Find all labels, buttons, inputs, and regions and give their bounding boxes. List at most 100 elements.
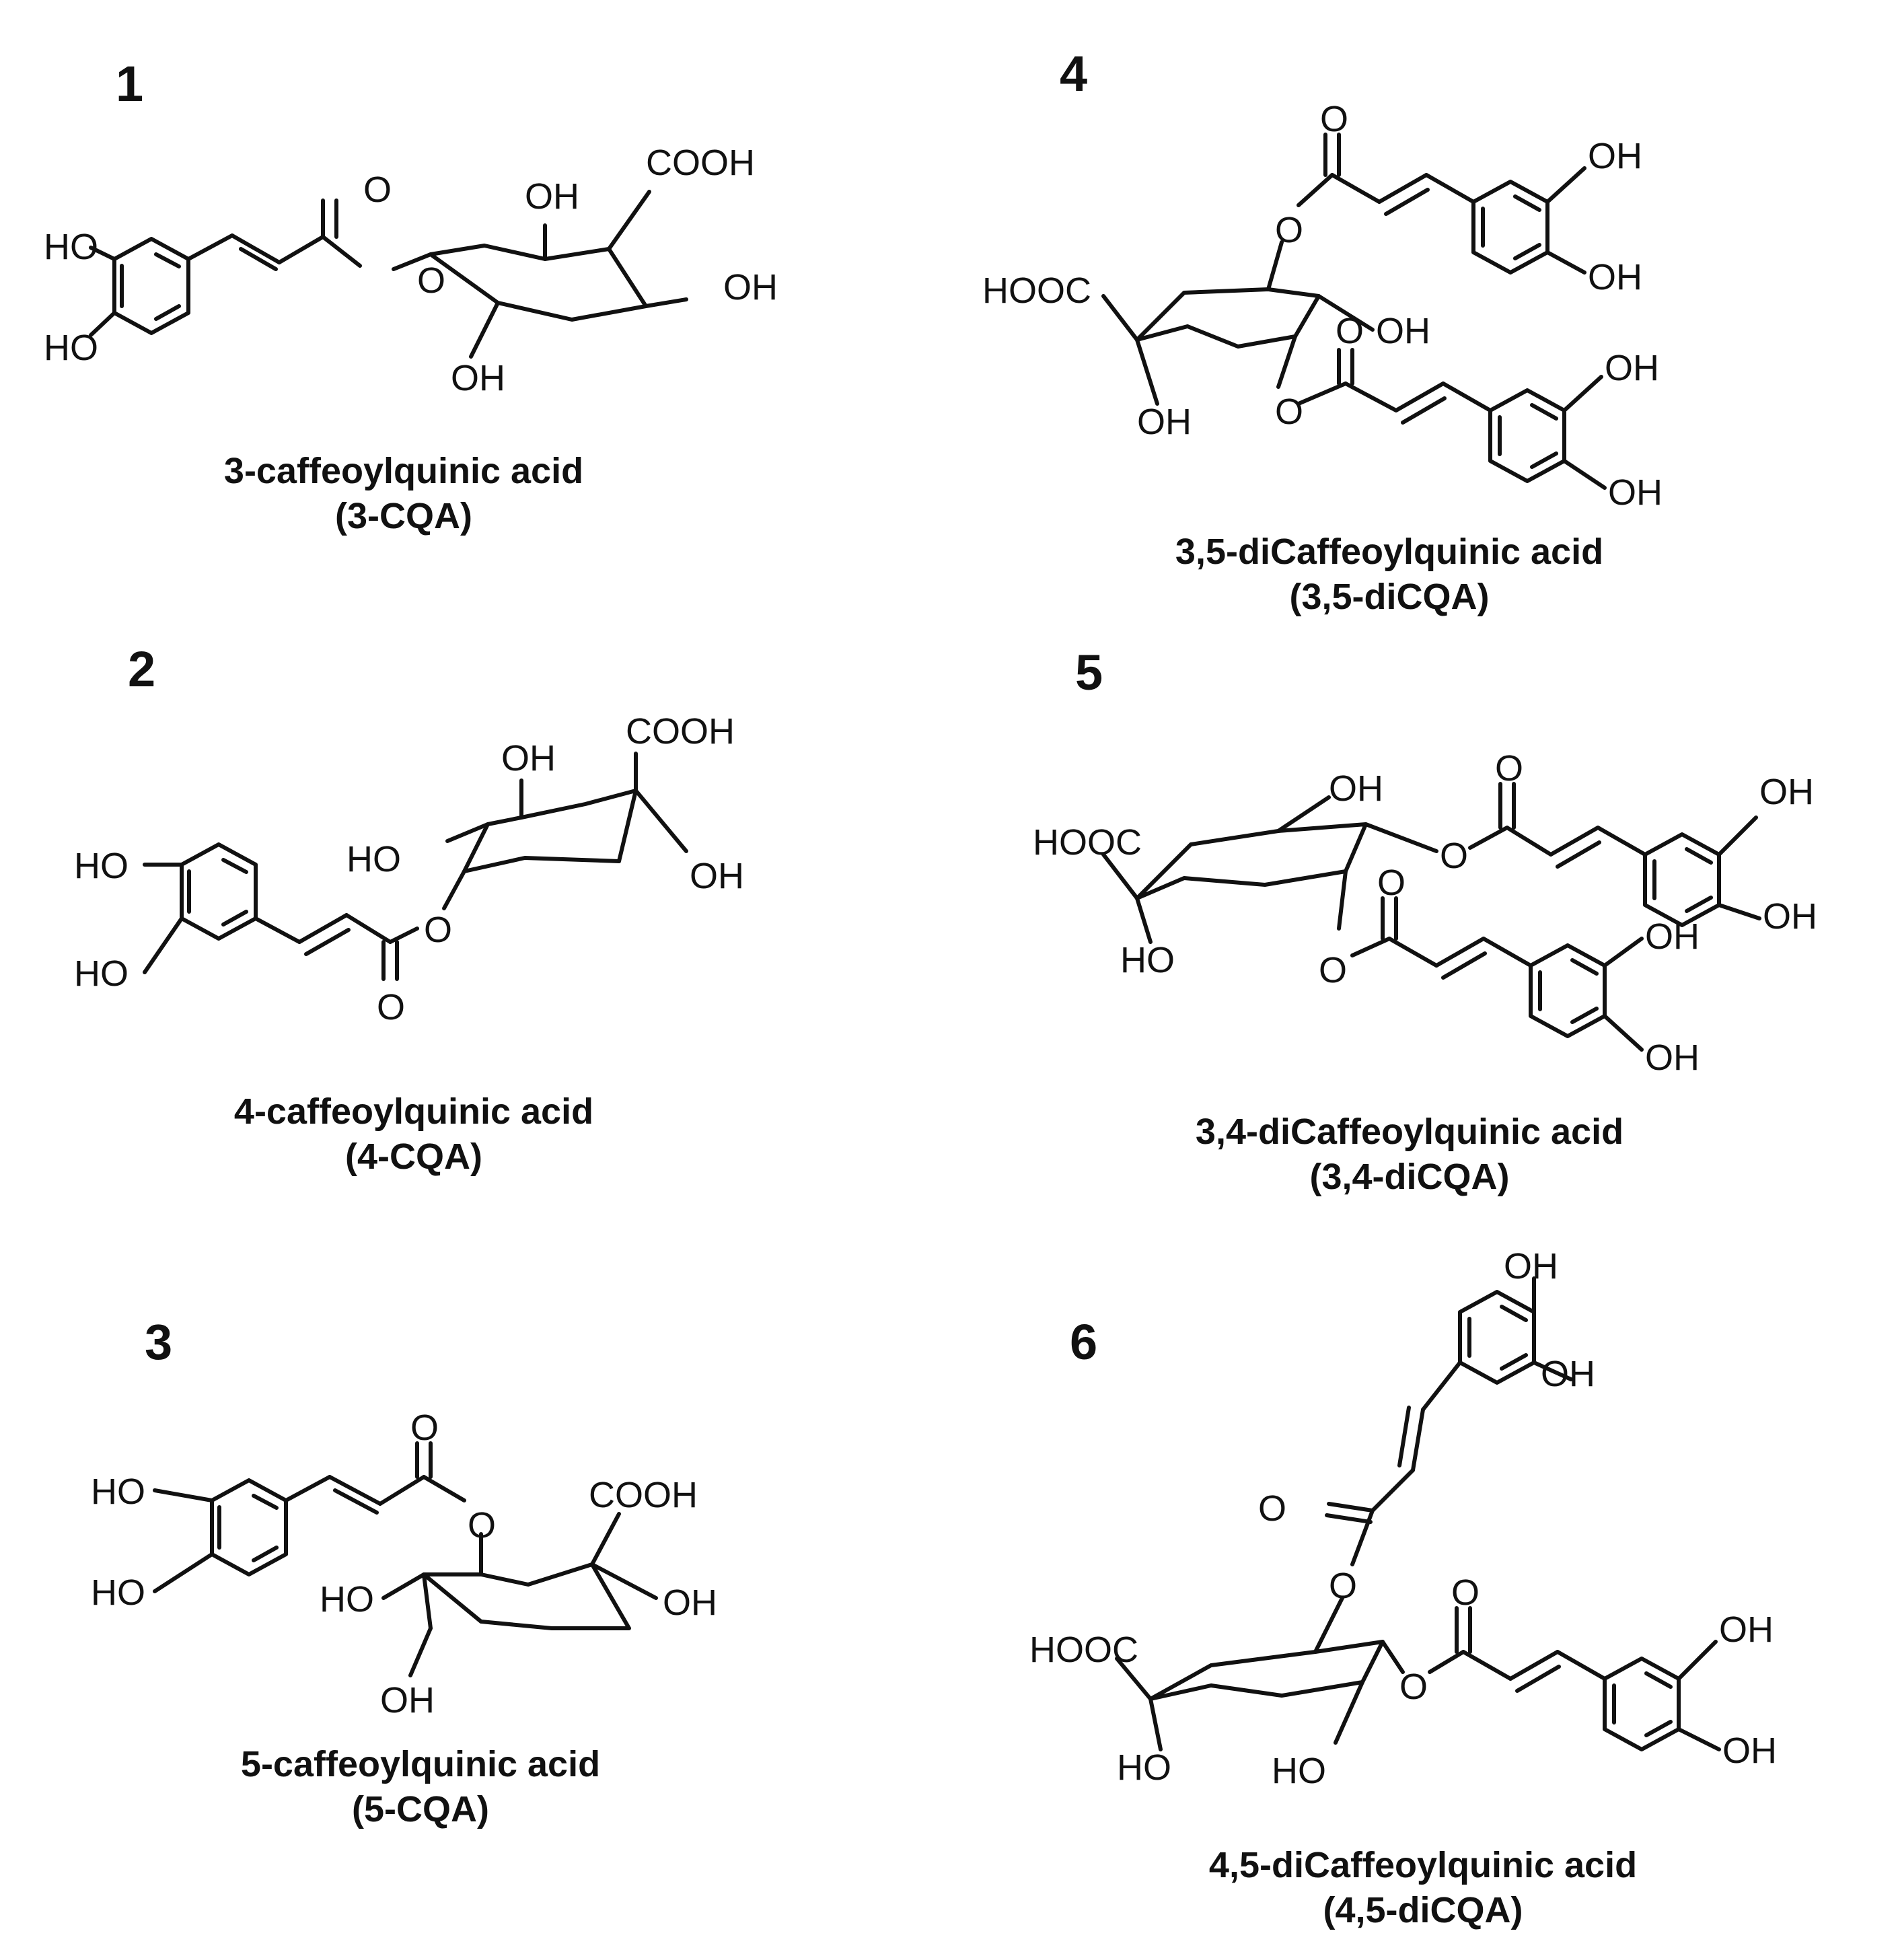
atom-label-o: O — [1329, 1566, 1357, 1606]
compound-abbreviation: (3,4-diCQA) — [1310, 1157, 1510, 1197]
bond — [344, 913, 392, 944]
atom-label-oh: OH — [1608, 472, 1663, 513]
compound-number: 2 — [128, 641, 155, 697]
bond — [143, 916, 184, 974]
structure-5-cqa — [153, 1441, 658, 1677]
compound-number: 5 — [1075, 645, 1103, 700]
structure-3-5-dicqa — [1101, 133, 1607, 490]
benzene-ring — [180, 842, 258, 941]
cyclohexane-ring — [462, 789, 638, 873]
bond — [1556, 1650, 1607, 1681]
atom-label-hooc: HOOC — [1033, 822, 1142, 863]
atom-label-oh: OH — [1137, 402, 1192, 442]
bond — [1317, 294, 1375, 332]
vinyl-double-bond — [1394, 382, 1445, 412]
atom-label-o: O — [1377, 863, 1406, 903]
carbonyl-bond — [1325, 1513, 1373, 1524]
atom-label-ho: HO — [91, 1572, 145, 1613]
bond — [422, 1572, 433, 1630]
bond — [1115, 1657, 1153, 1701]
bond — [1717, 903, 1761, 920]
atom-label-o: O — [1275, 392, 1303, 432]
bond — [1482, 937, 1533, 968]
bond — [408, 1626, 433, 1677]
bond — [1545, 250, 1586, 275]
bond — [442, 869, 466, 910]
carbonyl-bond — [1327, 1502, 1375, 1513]
bond — [1717, 815, 1758, 857]
atom-label-o: O — [468, 1505, 496, 1546]
atom-label-o: O — [1451, 1572, 1480, 1613]
bond — [1135, 338, 1159, 406]
bond — [644, 297, 688, 308]
compound-abbreviation: (3-CQA) — [335, 496, 472, 536]
atom-label-o: O — [1320, 99, 1348, 139]
bond — [590, 1512, 621, 1566]
vinyl-double-bond — [1384, 188, 1430, 216]
atom-label-oh: OH — [1504, 1246, 1558, 1286]
bond — [1350, 937, 1391, 957]
bond — [1344, 382, 1398, 412]
ring-double-bond — [1685, 896, 1713, 913]
bond — [1596, 826, 1647, 857]
ring-double-bond — [1570, 1007, 1599, 1024]
compound-name: 3-caffeoylquinic acid — [224, 451, 583, 491]
vinyl-double-bond — [1411, 1408, 1425, 1472]
atom-label-oh: OH — [1645, 1038, 1700, 1078]
atom-label-ho: HO — [1117, 1747, 1171, 1788]
bond — [1562, 375, 1603, 412]
atom-label-oh: OH — [1645, 916, 1700, 957]
bond — [1337, 869, 1348, 931]
atom-label-oh: OH — [1763, 896, 1817, 937]
atom-label-ho: HO — [320, 1579, 374, 1620]
bond — [153, 1488, 214, 1502]
ring-double-bond — [1513, 194, 1541, 212]
bond — [1276, 334, 1297, 389]
compound-name: 4-caffeoylquinic acid — [234, 1091, 593, 1132]
atom-label-ho: HO — [1120, 940, 1175, 980]
ring-double-bond — [1500, 1353, 1528, 1371]
atom-label-o: O — [1440, 836, 1468, 876]
bond — [1424, 173, 1475, 204]
atom-label-ho: HO — [74, 953, 129, 994]
ring-double-bond — [221, 858, 248, 874]
atom-label-oh: OH — [1605, 348, 1659, 388]
bond — [590, 1562, 658, 1600]
atom-label-oh: OH — [1588, 136, 1642, 176]
atom-label-oh: OH — [1588, 257, 1642, 297]
atom-label-o: O — [417, 260, 445, 301]
vinyl-double-bond — [328, 1475, 382, 1506]
bond — [1364, 822, 1438, 853]
compound-abbreviation: (4,5-diCQA) — [1323, 1890, 1523, 1930]
ring-double-bond — [154, 304, 181, 321]
cyclohexane-ring — [1135, 287, 1321, 349]
vinyl-double-bond — [1515, 1665, 1561, 1693]
bond — [1428, 1650, 1465, 1674]
cyclohexane-ring — [1135, 822, 1368, 900]
bond — [1148, 1697, 1163, 1751]
atom-label-oh: OH — [525, 176, 579, 217]
bond — [378, 1475, 426, 1506]
vinyl-double-bond — [1401, 396, 1447, 425]
atom-label-ho: HO — [74, 846, 129, 886]
atom-label-o: O — [1495, 748, 1523, 789]
atom-label-ho: HO — [1272, 1751, 1326, 1791]
ring-double-bond — [1644, 1671, 1673, 1689]
ring-double-bond — [252, 1546, 279, 1562]
cyclohexane-ring — [1148, 1640, 1385, 1701]
atom-label-ho: HO — [346, 839, 401, 879]
benzene-ring — [210, 1478, 288, 1576]
atom-label-oh: OH — [1722, 1731, 1777, 1771]
atom-label-o: O — [1399, 1667, 1428, 1707]
bond — [1330, 173, 1381, 204]
atom-label-hooc: HOOC — [1029, 1630, 1138, 1670]
cyclohexane-ring — [422, 1562, 631, 1630]
ring-double-bond — [221, 910, 248, 927]
atom-label-ho: HO — [91, 1472, 145, 1512]
compound-abbreviation: (3,5-diCQA) — [1290, 577, 1490, 617]
bond — [1603, 937, 1644, 968]
atom-label-o: O — [363, 170, 392, 210]
bond — [388, 927, 419, 944]
vinyl-double-bond — [297, 913, 349, 944]
